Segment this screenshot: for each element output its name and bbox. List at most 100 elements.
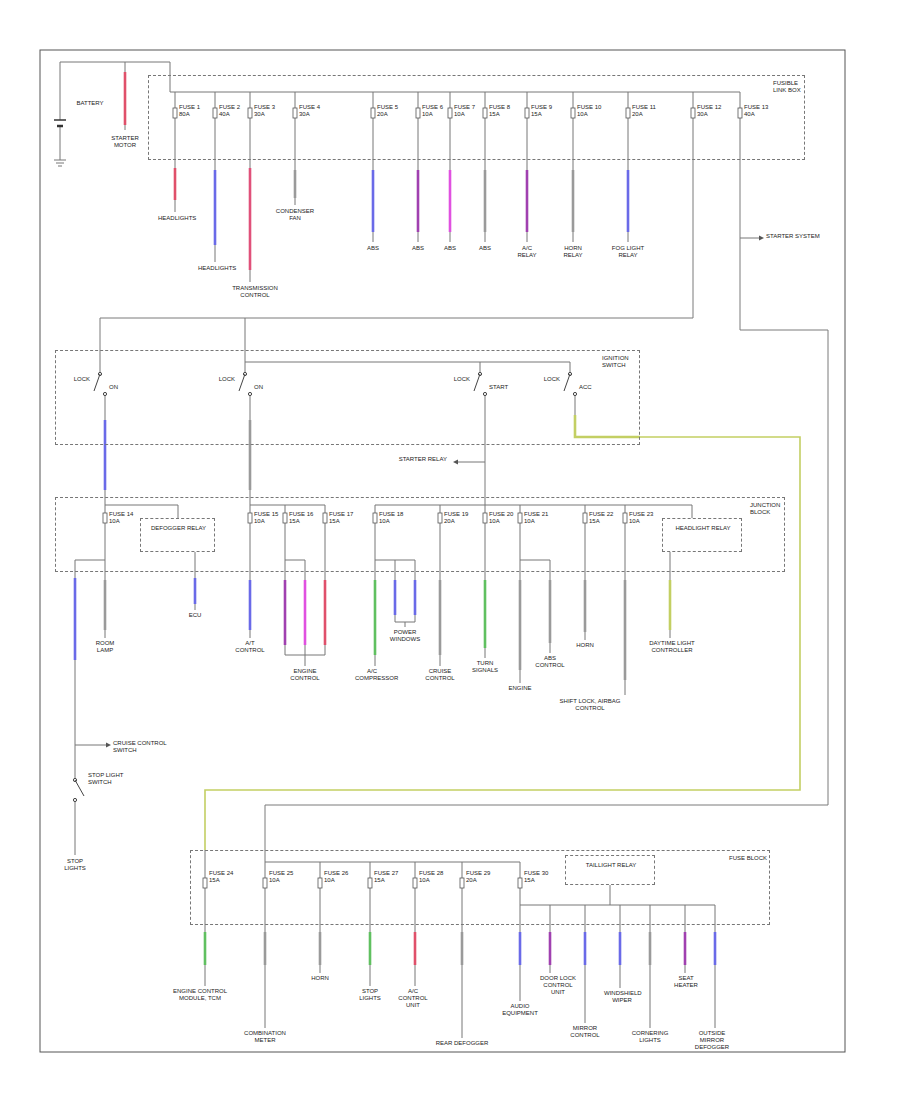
label-holder: FUSE 26 10A xyxy=(324,870,350,884)
label-holder: AUDIO EQUIPMENT xyxy=(498,1003,542,1017)
fuse-label: FUSE 26 10A xyxy=(324,870,348,883)
component-label: DAYTIME LIGHT CONTROLLER xyxy=(649,640,695,653)
battery-symbol xyxy=(124,72,127,125)
fusible-link-wiring xyxy=(371,108,375,118)
label-holder: FUSE 1 80A xyxy=(179,104,205,118)
label-holder: TURN SIGNALS xyxy=(470,660,500,674)
junction-block-wiring xyxy=(104,580,107,630)
fuse-label: FUSE 20 10A xyxy=(489,511,513,524)
ignition-switch-wiring xyxy=(453,460,458,465)
fuse-block-wiring xyxy=(318,878,322,888)
component-label: A/C RELAY xyxy=(517,245,536,258)
component-label: ABS CONTROL xyxy=(535,655,564,668)
fuse-label: FUSE 15 10A xyxy=(254,511,278,524)
label-holder: LOCK xyxy=(446,376,470,383)
label-holder: FUSE 11 20A xyxy=(632,104,658,118)
fuse-label: FUSE 25 10A xyxy=(269,870,293,883)
label-holder: WINDSHIELD WIPER xyxy=(604,990,640,1004)
fuse-block-wiring xyxy=(369,932,372,965)
label-holder: FUSE 10 10A xyxy=(577,104,603,118)
component-label: HEADLIGHTS xyxy=(158,215,196,221)
fuse-label: FUSE 16 15A xyxy=(289,511,313,524)
frame xyxy=(40,50,845,1052)
component-label: BATTERY xyxy=(76,100,103,106)
switch-position: LOCK xyxy=(544,376,560,382)
label-holder: ENGINE CONTROL xyxy=(285,668,325,682)
label-holder: TRANSMISSION CONTROL xyxy=(228,285,282,299)
fuse-label: FUSE 10 10A xyxy=(577,104,601,117)
relay-box: TAILLIGHT RELAY xyxy=(565,855,655,885)
junction-block-wiring xyxy=(518,513,522,523)
fuse-label: FUSE 29 20A xyxy=(466,870,490,883)
label-holder: ECU xyxy=(185,612,205,619)
fuse-block-wiring xyxy=(205,850,715,925)
label-holder: A/C CONTROL UNIT xyxy=(395,988,431,1009)
component-label: CRUISE CONTROL SWITCH xyxy=(113,740,167,753)
junction-block-wiring xyxy=(105,497,692,572)
switch-position: ON xyxy=(109,384,118,390)
component-label: DOOR LOCK CONTROL UNIT xyxy=(540,975,576,995)
fuse-block-wiring xyxy=(549,932,552,965)
component-label: WINDSHIELD WIPER xyxy=(604,990,642,1003)
fuse-block-wiring xyxy=(519,932,522,965)
fuse-block-wiring xyxy=(649,932,652,965)
label-holder: BATTERY xyxy=(70,100,110,107)
label-holder: FOG LIGHT RELAY xyxy=(611,245,645,259)
fusible-link-wiring xyxy=(416,108,420,118)
label-holder: STOP LIGHT SWITCH xyxy=(88,772,128,786)
label-holder: CORNERING LIGHTS xyxy=(628,1030,672,1044)
label-holder: FUSE 21 10A xyxy=(524,511,552,525)
ignition-switch-wiring xyxy=(249,420,252,490)
junction-block-wiring xyxy=(249,580,252,630)
label-holder: FUSE 28 10A xyxy=(419,870,445,884)
junction-block-wiring xyxy=(669,580,672,630)
component-label: STARTER RELAY xyxy=(399,456,447,462)
label-holder: FUSE 5 20A xyxy=(377,104,403,118)
switch-position: LOCK xyxy=(219,376,235,382)
label-holder: FUSE 14 10A xyxy=(109,511,137,525)
component-label: ABS xyxy=(444,245,456,251)
fusible-link-wiring xyxy=(248,108,252,118)
fusible-link-wiring xyxy=(572,170,575,232)
label-holder: FUSE 24 15A xyxy=(209,870,235,884)
label-holder: HEADLIGHTS xyxy=(198,265,232,272)
label-holder: ENGINE xyxy=(507,685,533,692)
box-heading-holder: JUNCTION BLOCK xyxy=(750,502,784,516)
box-heading: IGNITION SWITCH xyxy=(602,355,629,368)
label-holder: HORN xyxy=(574,642,596,649)
fuse-block-wiring xyxy=(203,850,715,1038)
component-label: ENGINE CONTROL xyxy=(290,668,319,681)
component-label: CRUISE CONTROL xyxy=(425,668,454,681)
junction-block-wiring xyxy=(484,580,487,648)
fusible-link-wiring xyxy=(483,108,487,118)
switch-position: ACC xyxy=(579,384,592,390)
switch-position: ON xyxy=(254,384,263,390)
fusible-link-wiring xyxy=(173,108,177,118)
component-label: CORNERING LIGHTS xyxy=(632,1030,669,1043)
ignition-switch-wiring xyxy=(104,420,107,490)
junction-block-wiring xyxy=(194,578,197,604)
battery-symbol xyxy=(54,119,66,121)
label-holder: A/T CONTROL xyxy=(233,640,267,654)
label-holder: ABS xyxy=(406,245,430,252)
switch-position: START xyxy=(489,384,508,390)
label-holder: MIRROR CONTROL xyxy=(565,1025,605,1039)
label-holder: LOCK xyxy=(536,376,560,383)
fuse-block-wiring xyxy=(461,932,464,965)
fusible-link-wiring xyxy=(691,108,695,118)
fuse-label: FUSE 11 20A xyxy=(632,104,656,117)
fusible-link-wiring xyxy=(525,108,529,118)
fuse-box: FUSIBLE LINK BOX xyxy=(148,75,805,160)
component-label: TRANSMISSION CONTROL xyxy=(232,285,278,298)
box-heading-holder: FUSIBLE LINK BOX xyxy=(773,80,803,94)
fuse-block: FUSE BLOCKTAILLIGHT RELAY xyxy=(190,850,770,925)
fusible-link-wiring xyxy=(294,170,297,198)
fuse-label: FUSE 24 15A xyxy=(209,870,233,883)
junction-block-wiring xyxy=(75,572,670,778)
fuse-label: FUSE 12 30A xyxy=(697,104,721,117)
fuse-block-wiring xyxy=(518,878,522,888)
label-holder: FUSE 7 10A xyxy=(454,104,480,118)
relay-box: HEADLIGHT RELAY xyxy=(662,518,742,552)
junction-block-wiring xyxy=(439,580,442,655)
